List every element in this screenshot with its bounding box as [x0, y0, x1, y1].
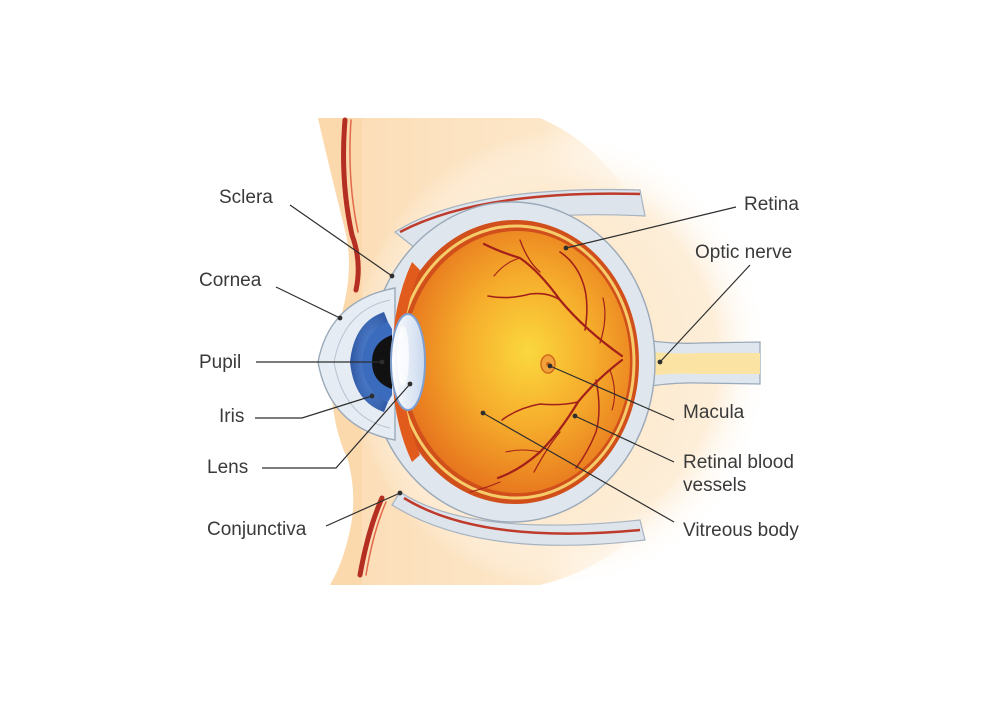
leader-cornea: [275, 286, 341, 319]
lens: [390, 313, 426, 411]
leader-vitreous-body: [482, 412, 675, 523]
leader-sclera: [289, 204, 393, 277]
leader-lens: [262, 383, 411, 469]
leader-optic-nerve: [659, 264, 751, 363]
label-conjunctiva: Conjunctiva: [207, 519, 307, 540]
label-iris: Iris: [219, 406, 245, 427]
retina-layers: [391, 220, 639, 504]
label-pupil: Pupil: [199, 352, 242, 373]
label-lens: Lens: [207, 457, 249, 478]
label-optic-nerve: Optic nerve: [695, 242, 793, 263]
label-retinal-blood-vessels-line1: Retinal blood: [683, 452, 794, 473]
label-vitreous-body: Vitreous body: [683, 520, 799, 541]
eyelid-vessels: [341, 117, 387, 578]
leader-conjunctiva: [325, 492, 401, 527]
label-retina: Retina: [744, 194, 799, 215]
macula: [540, 354, 556, 374]
leader-retina: [565, 206, 737, 249]
label-macula: Macula: [683, 402, 745, 423]
leader-retinal-blood-vessels: [574, 415, 675, 463]
label-cornea: Cornea: [199, 270, 262, 291]
label-sclera: Sclera: [219, 187, 273, 208]
ciliary-body: [392, 262, 420, 462]
label-retinal-blood-vessels: Retinal blood vessels: [683, 451, 833, 497]
leader-lines: [255, 204, 751, 527]
retinal-blood-vessels: [469, 239, 624, 493]
leader-iris: [255, 395, 373, 419]
label-retinal-blood-vessels-line2: vessels: [683, 475, 747, 496]
leader-macula: [549, 365, 675, 421]
